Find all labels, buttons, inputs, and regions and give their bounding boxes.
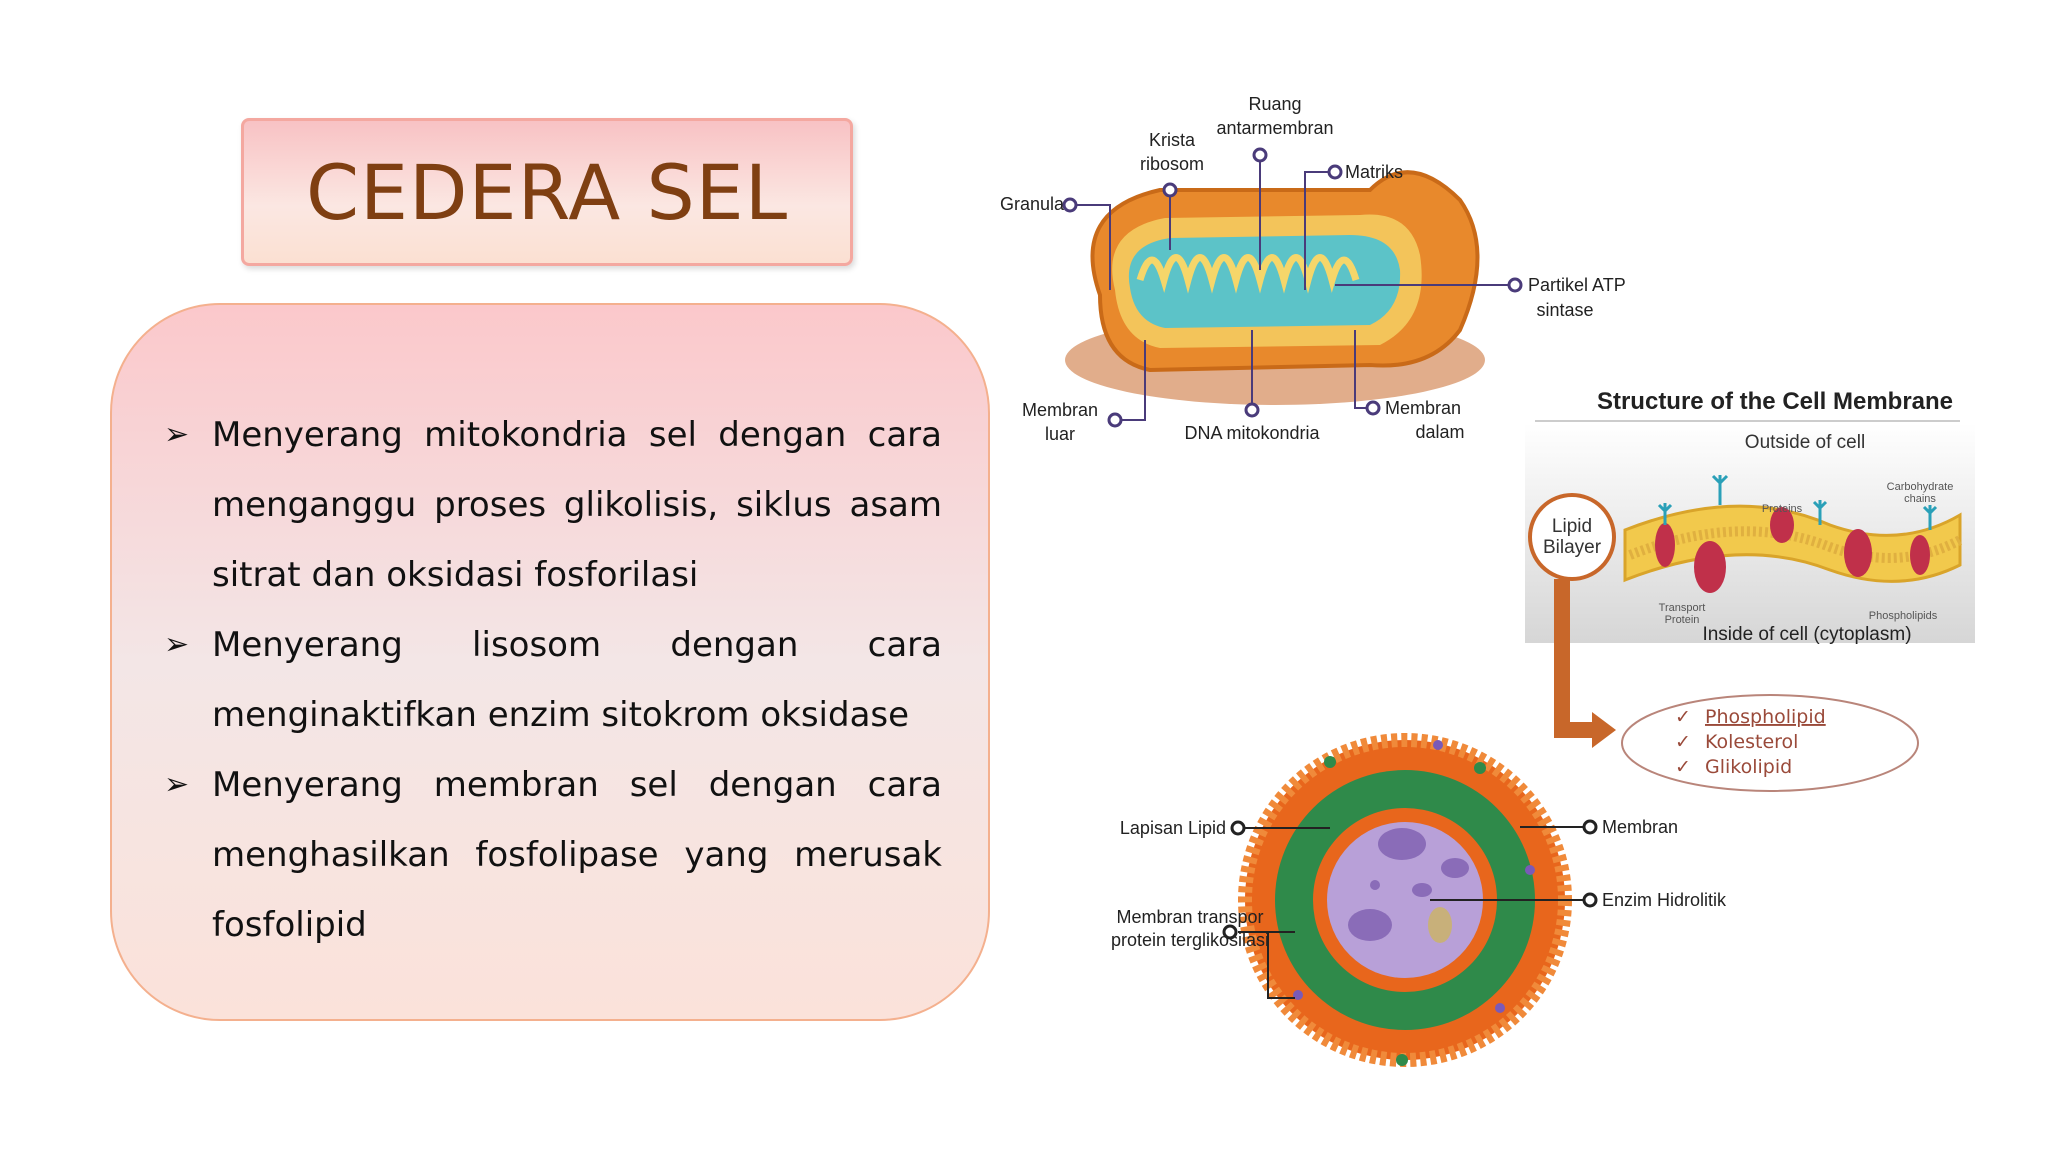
label-proteins: Proteins [1762,503,1803,515]
membrane-title: Structure of the Cell Membrane [1597,388,1953,415]
label-granula: Granula [1000,194,1065,214]
membrane-outside: Outside of cell [1745,432,1865,453]
component-1: Phospholipid [1705,706,1826,728]
bullet-item-2: ➢ Menyerang lisosom dengan cara menginak… [164,610,942,750]
label-ribosom: ribosom [1140,154,1204,174]
label-membran-luar: Membran [1022,400,1098,420]
lysosome-diagram: Lapisan Lipid Membran Enzim Hidrolitik M… [1111,733,1727,1067]
label-membran-dalam: Membran [1385,398,1461,418]
label-protein-terglikosilasi: protein terglikosilasi [1111,930,1269,950]
mitochondria-diagram: Ruang antarmembran Krista ribosom Matrik… [1000,94,1626,444]
label-chains: chains [1904,493,1936,505]
bullet-item-3: ➢ Menyerang membran sel dengan cara meng… [164,750,942,960]
label-dna: DNA mitokondria [1184,423,1320,443]
label-enzim: Enzim Hidrolitik [1602,890,1727,910]
check-icon: ✓ [1675,706,1691,728]
label-transport-protein: Protein [1665,614,1700,626]
label-dalam: dalam [1415,422,1464,442]
membrane-inside: Inside of cell (cytoplasm) [1702,624,1911,645]
label-transport: Transport [1659,602,1706,614]
arrow-bullet-icon: ➢ [164,767,190,802]
label-atp: Partikel ATP [1528,275,1626,295]
bullet-text: Menyerang membran sel dengan cara mengha… [212,765,942,945]
component-2: Kolesterol [1705,731,1798,753]
title-box: CEDERA SEL [241,118,853,266]
component-3: Glikolipid [1705,756,1792,778]
bullet-text: Menyerang mitokondria sel dengan cara me… [212,415,942,595]
label-antarmembran: antarmembran [1216,118,1333,138]
check-icon: ✓ [1675,731,1691,753]
label-krista: Krista [1149,130,1196,150]
slide-title: CEDERA SEL [305,147,789,237]
label-bilayer: Bilayer [1543,537,1602,558]
label-lapisan: Lapisan Lipid [1120,818,1226,838]
label-membran: Membran [1602,817,1678,837]
bullet-item-1: ➢ Menyerang mitokondria sel dengan cara … [164,400,942,610]
check-icon: ✓ [1675,756,1691,778]
arrow-bullet-icon: ➢ [164,627,190,662]
cell-membrane-diagram: Structure of the Cell Membrane Outside o… [1525,388,1975,792]
label-luar: luar [1045,424,1075,444]
label-ruang: Ruang [1248,94,1301,114]
bullet-list: ➢ Menyerang mitokondria sel dengan cara … [164,400,942,960]
label-membran-transpor: Membran transpor [1116,907,1263,927]
content-box: ➢ Menyerang mitokondria sel dengan cara … [110,303,990,1021]
label-sintase: sintase [1536,300,1593,320]
label-matriks: Matriks [1345,162,1403,182]
label-lipid: Lipid [1552,516,1592,537]
label-carbohydrate: Carbohydrate [1887,481,1954,493]
arrow-bullet-icon: ➢ [164,417,190,452]
label-phospholipids: Phospholipids [1869,610,1938,622]
bullet-text: Menyerang lisosom dengan cara menginakti… [212,625,942,735]
